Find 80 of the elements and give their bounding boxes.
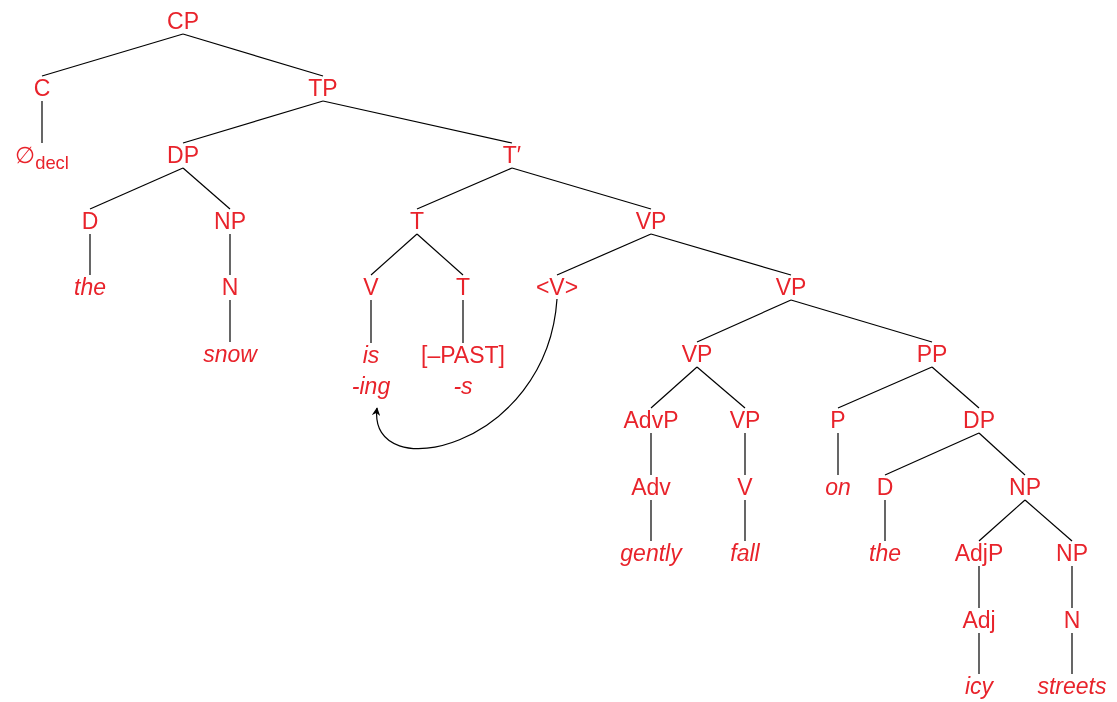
tree-label: NP: [214, 206, 246, 238]
branch-line: [978, 432, 1026, 476]
tree-label: -s: [453, 372, 473, 402]
tree-label: is: [362, 341, 380, 370]
branch-line: [978, 499, 1026, 542]
branch-line: [416, 233, 464, 276]
tree-label: -ing: [351, 372, 391, 402]
branch-line: [89, 167, 184, 210]
tree-label: NP: [1009, 472, 1041, 504]
tree-label: AdvP: [623, 405, 679, 437]
branch-line: [182, 33, 324, 77]
tree-label: T′: [502, 140, 522, 172]
tree-label: Adj: [962, 605, 996, 637]
branch-line: [978, 565, 980, 609]
tree-label: on: [825, 472, 851, 504]
tree-label: streets: [1037, 671, 1107, 702]
branch-line: [1071, 632, 1073, 675]
branch-line: [790, 299, 933, 343]
tree-label: VP: [775, 272, 807, 304]
tree-label: N: [1063, 605, 1081, 637]
tree-label: DP: [167, 140, 199, 172]
tree-label: C: [33, 73, 51, 105]
tree-label: VP: [635, 206, 667, 238]
tree-label: N: [221, 272, 239, 304]
branch-line: [370, 299, 372, 344]
tree-label: ∅$_{decl}$: [15, 140, 69, 176]
tree-label: VP: [729, 405, 761, 437]
tree-label: TP: [308, 73, 338, 105]
tree-label: T: [455, 272, 471, 304]
tree-label: gently: [620, 538, 682, 570]
tree-label: fall: [730, 538, 760, 570]
branch-line: [1024, 499, 1073, 542]
branch-line: [229, 299, 231, 343]
branch-line: [650, 233, 792, 276]
branch-line: [1071, 565, 1073, 609]
tree-label: VP: [681, 339, 713, 371]
branch-line: [229, 233, 231, 276]
tree-label: D: [876, 472, 894, 504]
branch-line: [884, 499, 886, 542]
branch-line: [462, 299, 464, 344]
branch-line: [89, 233, 91, 276]
tree-label: the: [869, 538, 901, 570]
tree-label: AdjP: [954, 538, 1004, 570]
movement-arrow: [373, 298, 558, 450]
tree-label: <V>: [535, 272, 579, 304]
tree-label: [–PAST]: [421, 341, 505, 370]
branch-line: [744, 499, 746, 542]
tree-label: P: [830, 405, 846, 437]
tree-label: CP: [167, 6, 199, 38]
tree-label: V: [737, 472, 753, 504]
branch-line: [182, 100, 324, 144]
branch-line: [650, 366, 698, 409]
tree-label: V: [363, 272, 379, 304]
tree-label: snow: [203, 339, 257, 371]
branch-line: [837, 366, 933, 409]
branch-line: [650, 499, 652, 542]
tree-label: NP: [1056, 538, 1088, 570]
tree-label: Adv: [631, 472, 671, 504]
tree-label: D: [81, 206, 99, 238]
tree-label: PP: [916, 339, 948, 371]
branch-line: [556, 233, 652, 276]
branch-line: [837, 432, 839, 476]
branch-line: [41, 100, 43, 144]
tree-label: icy: [964, 671, 994, 702]
branch-line: [322, 100, 513, 144]
branch-line: [511, 167, 652, 210]
branch-line: [744, 432, 746, 476]
branch-line: [182, 167, 231, 210]
branch-line: [978, 632, 980, 675]
branch-line: [416, 167, 513, 210]
branch-line: [696, 299, 792, 343]
branch-line: [650, 432, 652, 476]
branch-line: [931, 366, 980, 409]
branch-line: [370, 233, 418, 276]
tree-label: DP: [963, 405, 995, 437]
branch-line: [41, 33, 184, 77]
branch-line: [696, 366, 746, 409]
tree-label: the: [74, 272, 106, 304]
branch-line: [884, 432, 980, 476]
tree-label: T: [409, 206, 425, 238]
